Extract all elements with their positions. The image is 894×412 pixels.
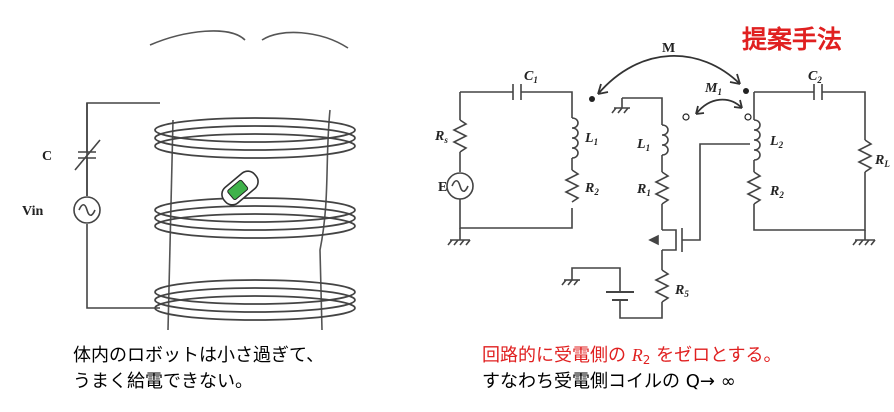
rl-label: RL <box>874 153 890 169</box>
middle-circuit <box>561 97 750 319</box>
caption-left-line2: うまく給電できない。 <box>73 371 253 392</box>
l2-label: L2 <box>769 134 784 150</box>
capacitor-label: C <box>42 149 52 164</box>
r5-label: R5 <box>674 283 689 299</box>
caption-right-line1: 回路的に受電側の R2 をゼロとする。 <box>482 345 782 367</box>
caption-left-line1: 体内のロボットは小さ過ぎて、 <box>73 345 325 366</box>
primary-circuit <box>446 84 580 246</box>
source-label: Vin <box>22 204 43 219</box>
e-label: E <box>438 180 447 195</box>
mutual-arc-m1 <box>695 98 743 115</box>
c2-label: C2 <box>808 69 822 85</box>
r1-left-label: R2 <box>584 181 599 197</box>
l1-mid-label: L1 <box>636 137 650 153</box>
mutual-label: M <box>662 41 675 56</box>
robot-capsule-icon <box>221 170 259 206</box>
caption-right-line2: すなわち受電側コイルの Q→ ∞ <box>482 371 736 392</box>
r1-mid-label: R1 <box>636 182 651 198</box>
secondary-circuit <box>746 84 876 246</box>
coil-rings <box>154 117 356 321</box>
left-driving-circuit <box>73 102 160 309</box>
r2-label: R2 <box>769 184 784 200</box>
rs-label: Rs <box>434 129 448 145</box>
mutual1-label: M1 <box>704 81 722 97</box>
proposal-title: 提案手法 <box>742 25 843 54</box>
coupling-dots <box>589 88 752 121</box>
c1-label: C1 <box>524 69 538 85</box>
mutual-arc-m <box>597 55 741 95</box>
l1-left-label: L1 <box>584 131 598 147</box>
